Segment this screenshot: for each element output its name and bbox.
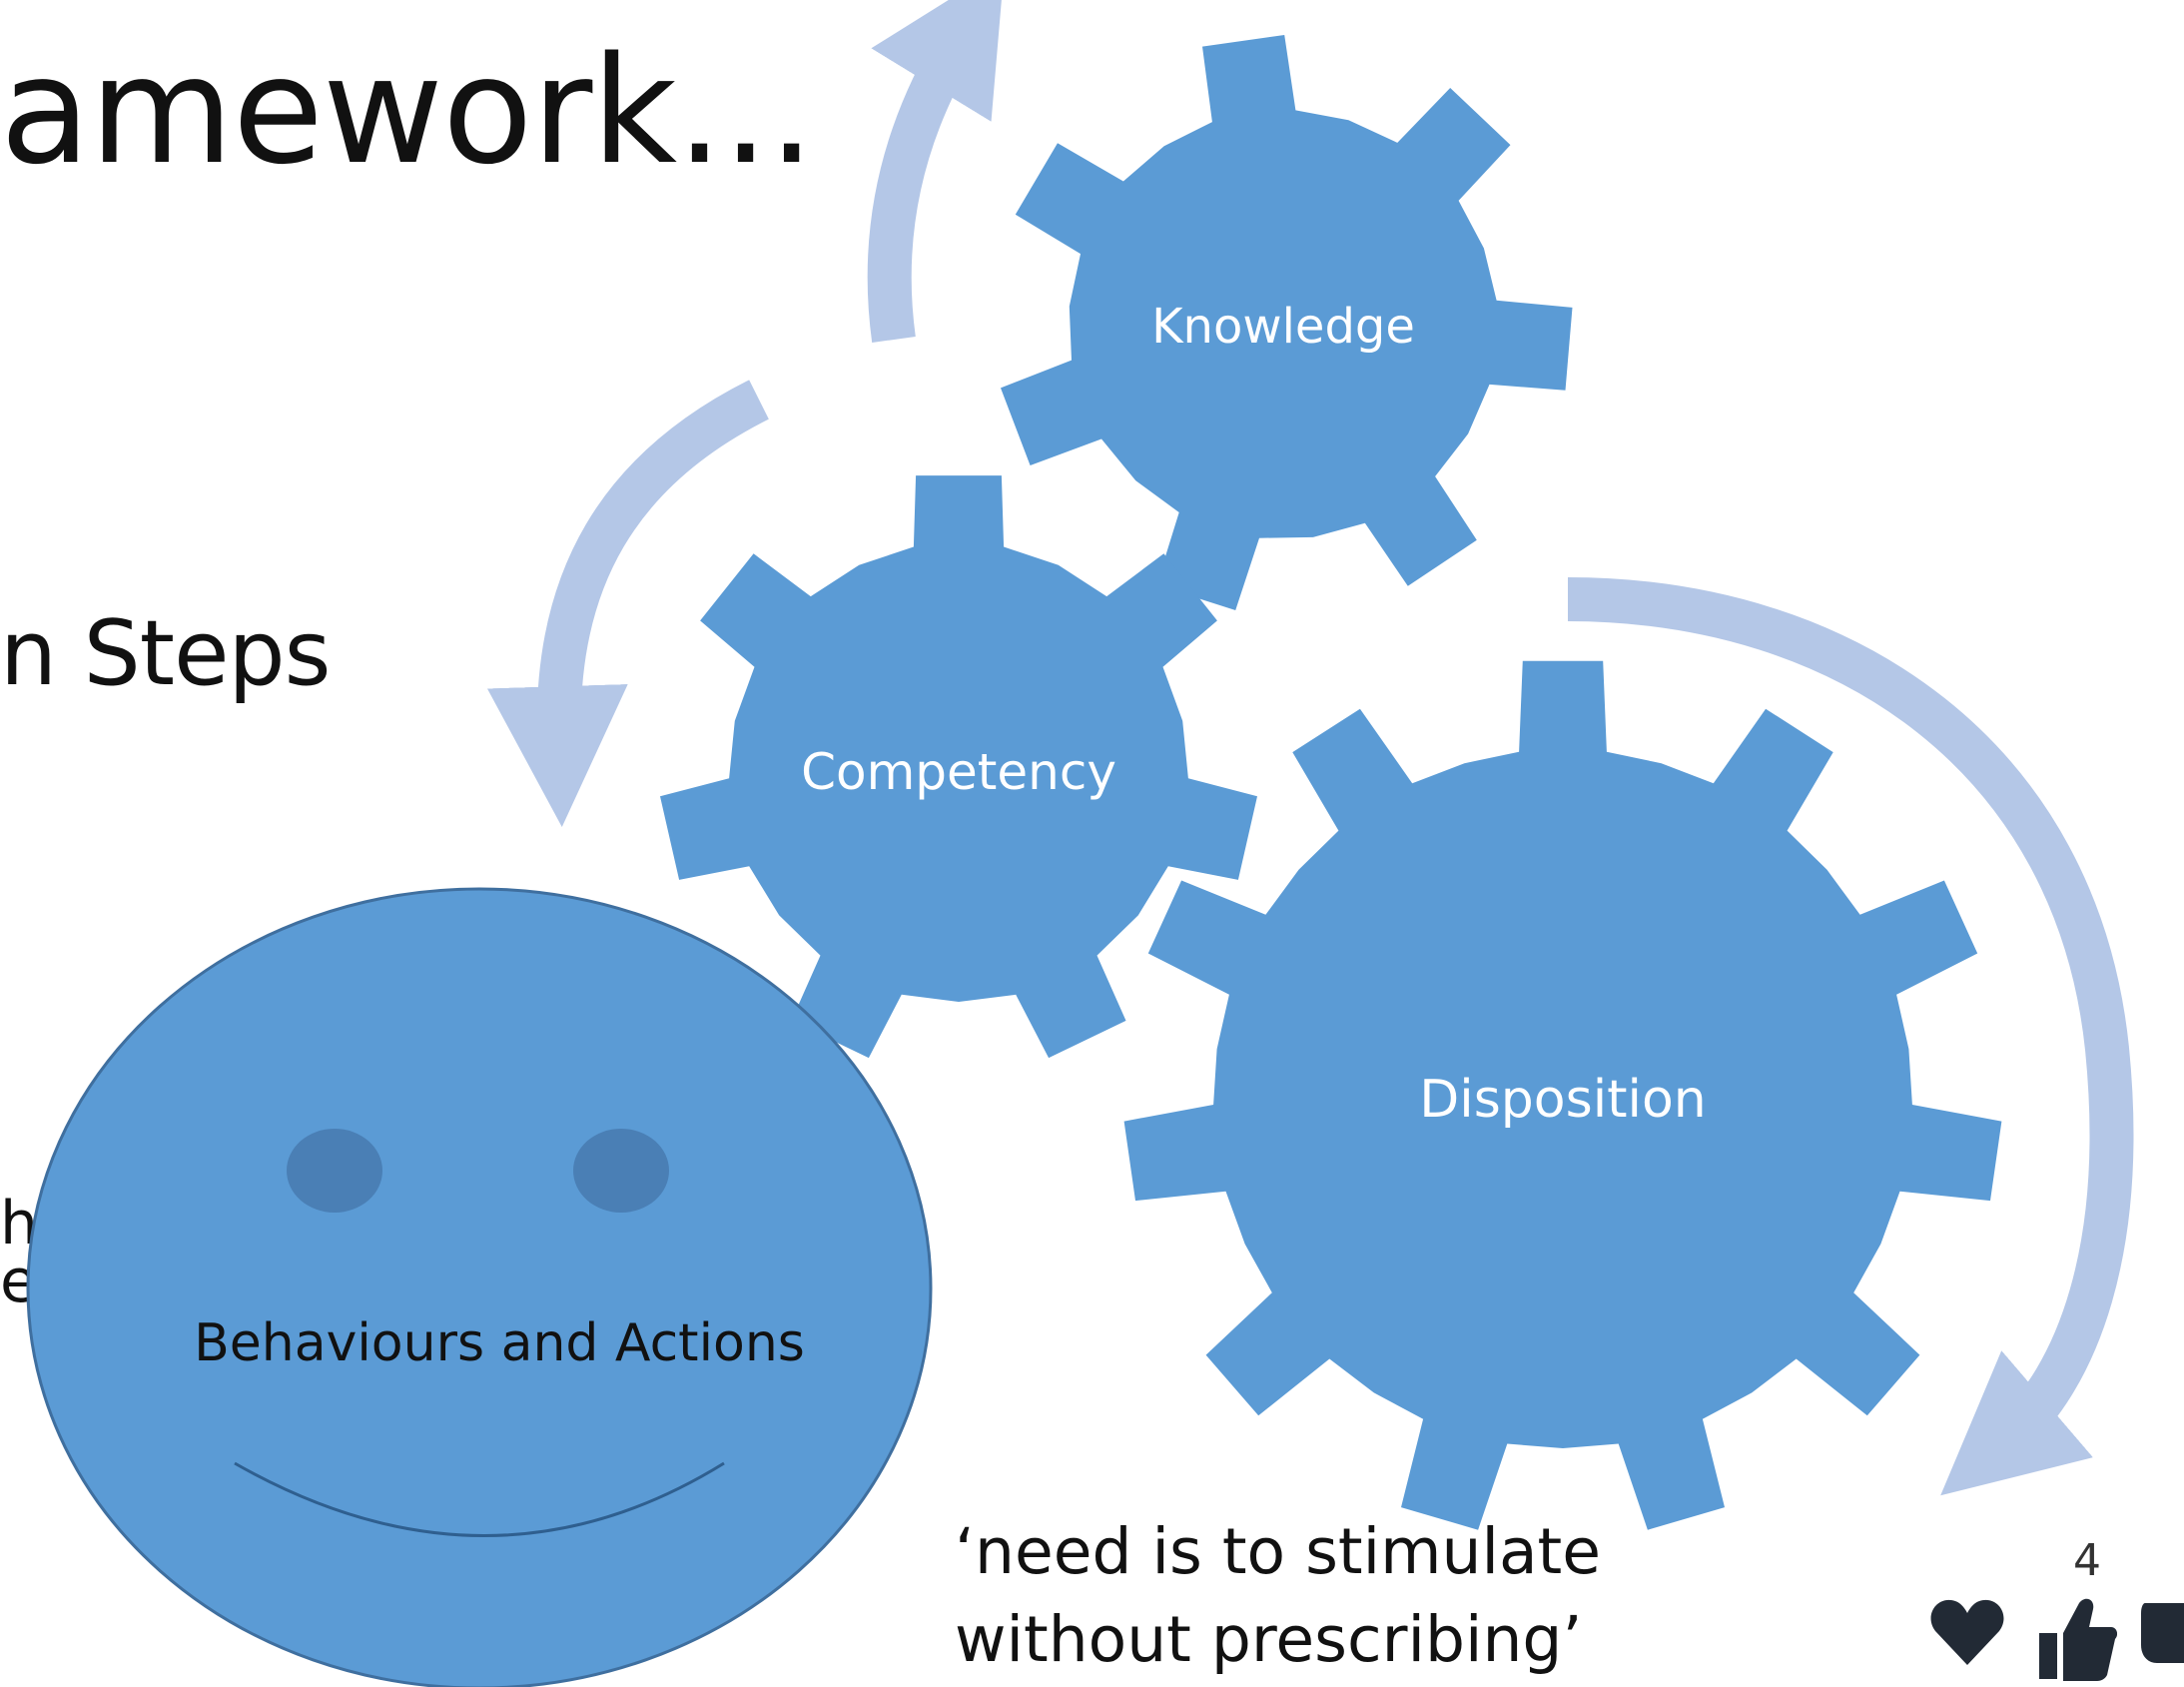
face-smile bbox=[234, 1461, 725, 1537]
cycle-arrow-right bbox=[1567, 577, 2134, 1496]
knowledge-gear: Knowledge bbox=[1001, 35, 1573, 610]
heart-icon[interactable] bbox=[1927, 1593, 2007, 1673]
quote: ‘need is to stimulate without prescribin… bbox=[955, 1508, 1601, 1684]
slide-title: amework... bbox=[0, 25, 815, 197]
competency-gear-shape bbox=[660, 475, 1257, 1059]
disposition-gear: Disposition bbox=[1123, 660, 2002, 1530]
right-eye bbox=[573, 1129, 669, 1213]
disposition-gear-shape bbox=[1123, 660, 2002, 1530]
cycle-arrow-left bbox=[487, 380, 769, 827]
face-circle bbox=[26, 887, 933, 1687]
quote-line-2: without prescribing’ bbox=[955, 1603, 1583, 1676]
thumbs-up-icon[interactable] bbox=[2037, 1593, 2117, 1683]
smiley-face: Behaviours and Actions bbox=[26, 887, 933, 1687]
cycle-arrow-top bbox=[867, 0, 1005, 343]
thumbs-down-icon[interactable] bbox=[2137, 1593, 2184, 1683]
knowledge-gear-label: Knowledge bbox=[1151, 299, 1415, 355]
left-eye bbox=[287, 1129, 382, 1213]
slide-number: 4 bbox=[2073, 1535, 2101, 1586]
competency-gear: Competency bbox=[660, 475, 1257, 1059]
slide-subtitle: n Steps bbox=[0, 601, 331, 706]
knowledge-gear-shape bbox=[1001, 35, 1573, 610]
competency-gear-label: Competency bbox=[801, 743, 1116, 801]
quote-line-1: ‘need is to stimulate bbox=[955, 1515, 1602, 1588]
disposition-gear-label: Disposition bbox=[1419, 1070, 1707, 1130]
face-label: Behaviours and Actions bbox=[194, 1313, 805, 1373]
